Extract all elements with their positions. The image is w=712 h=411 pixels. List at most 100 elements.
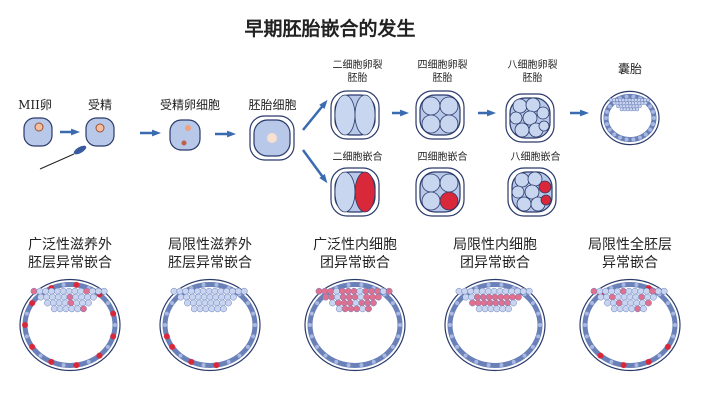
trophectoderm-cell [612,132,617,137]
icm-cell [78,293,86,301]
icm-cell [525,287,533,295]
trophectoderm-cell [38,353,43,358]
icm-cell [207,299,215,307]
pronucleus [181,140,187,146]
abnormal-icm-cell [480,299,488,307]
icm-cell [201,299,209,307]
blastomere [334,94,356,136]
icm-cell [631,101,636,106]
mosaic-blastocyst-5 [579,278,681,372]
icm-cell [71,287,79,295]
abnormal-icm-cell [339,287,346,295]
arrow-to-mosaic [301,149,328,184]
eight-cell-mosaic-embryo [507,167,557,217]
trophectoderm-cell [86,359,91,364]
icm-cell [211,287,219,295]
trophectoderm-cell [657,353,662,358]
blastomere [512,98,528,114]
icm-cell [65,287,73,295]
trophectoderm-cell [449,334,454,339]
label-two-cell: 二细胞卵裂 胚胎 [332,60,383,84]
trophectoderm-cell [390,301,395,306]
trophectoderm-cell [455,344,460,349]
icm-cell [73,299,81,307]
trophectoderm-cell [652,116,656,120]
icm-cell [621,98,626,102]
icm-cell [100,287,108,295]
label-mosaic-type-2: 局限性滋养外 胚层异常嵌合 [168,237,252,272]
icm-cell [218,293,226,301]
icm-cell [48,287,55,295]
abnormal-icm-cell [339,293,347,301]
trophectoderm-cell [634,282,639,287]
abnormal-icm-cell [515,293,522,301]
icm-cell [37,293,45,301]
icm-cell [214,305,222,313]
blastomere [421,96,441,116]
trophectoderm-cell [584,311,589,316]
trophectoderm-cell [511,359,516,364]
trophectoderm-cell [673,323,677,327]
abnormal-icm-cell [369,293,376,301]
icm-cell [177,293,185,301]
icm-cell [329,299,336,307]
icm-cell [609,299,617,307]
icm-cell [633,98,638,102]
icm-cell [234,287,242,295]
blastomere [511,185,525,199]
trophectoderm-cell [315,344,320,349]
icm-cell [225,299,232,307]
trophectoderm-cell [538,323,542,327]
abnormal-icm-cell [503,293,511,301]
icm-cell [49,293,56,301]
icm-cell [352,299,360,307]
icm-cell [635,107,640,112]
label-eight-cell-mosaic: 八细胞嵌合 [510,152,561,163]
sperm-head-icon [73,145,87,155]
icm-cell [490,287,498,295]
icm-cell [633,299,641,307]
trophectoderm-cell [651,109,656,114]
icm-cell [632,293,640,301]
abnormal-icm-cell [344,287,352,295]
blastomere [421,191,441,211]
trophectoderm-cell [315,301,320,306]
trophectoderm-cell [359,282,364,287]
cell-membrane [23,117,53,147]
icm-cell [654,287,662,295]
arrow-shaft [302,102,326,131]
icm-cell [625,287,633,295]
icm-cell [614,287,621,295]
abnormal-blastomere [439,191,459,211]
icm-cell [505,305,512,313]
abnormal-icm-cell [340,299,348,307]
abnormal-icm-cell [321,287,329,295]
icm-cell [54,287,61,295]
abnormal-icm-cell [346,299,354,307]
abnormal-icm-cell [385,287,393,295]
icm-cell [467,287,475,295]
abnormal-icm-cell [353,305,361,313]
abnormal-icm-cell [375,293,382,301]
icm-cell [622,107,627,112]
icm-cell [514,287,521,295]
trophectoderm-cell [607,104,612,109]
icm-cell [615,98,619,102]
trophectoderm-cell [346,363,351,368]
icm-cell [640,98,644,102]
icm-cell [622,104,627,109]
icm-cell [611,98,616,102]
abnormal-trophectoderm-cell [29,343,36,350]
icm-cell [199,287,207,295]
blastomere [538,120,550,132]
abnormal-icm-cell [345,293,353,301]
trophectoderm-cell [334,359,339,364]
icm-cell [205,287,213,295]
icm-cell [646,98,651,102]
label-mii-egg: MII卵 [18,98,52,112]
icm-cell [473,287,480,295]
icm-cell [183,293,191,301]
arrow-head [319,99,328,109]
abnormal-icm-cell [322,293,330,301]
